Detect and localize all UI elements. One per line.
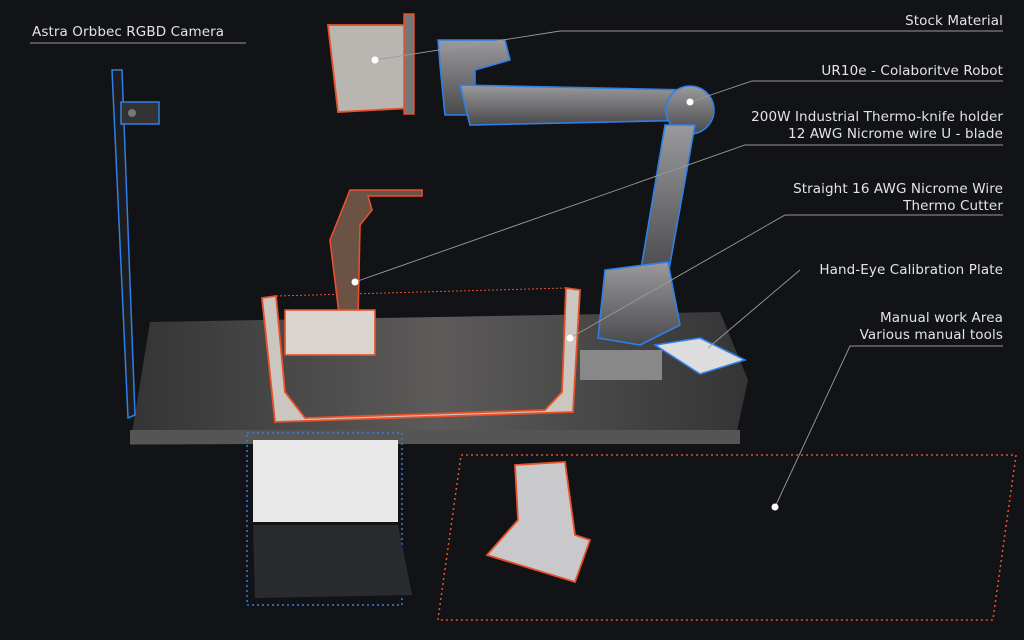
label-manual-line2: Various manual tools bbox=[859, 327, 1003, 343]
teach-pendant bbox=[580, 350, 662, 380]
label-camera: Astra Orbbec RGBD Camera bbox=[32, 24, 225, 40]
thermo-knife-holder-outline bbox=[329, 189, 423, 323]
label-manual-line1: Manual work Area bbox=[880, 310, 1003, 326]
leader-dots bbox=[351, 56, 779, 511]
laptop-screen bbox=[253, 440, 398, 522]
cut-foam-sample-outline bbox=[485, 461, 592, 584]
label-wire-cutter: Straight 16 AWG Nicrome Wire Thermo Cutt… bbox=[793, 181, 1003, 215]
laptop-outline bbox=[246, 432, 403, 606]
robot-arm bbox=[437, 39, 715, 346]
workbench-edge bbox=[130, 430, 740, 444]
label-knife-line2: 12 AWG Nicrome wire U - blade bbox=[788, 126, 1003, 142]
label-calibration-plate: Hand-Eye Calibration Plate bbox=[819, 262, 1003, 278]
label-manual-area: Manual work Area Various manual tools bbox=[860, 310, 1003, 344]
label-stock-material: Stock Material bbox=[905, 13, 1003, 29]
label-knife-line1: 200W Industrial Thermo-knife holder bbox=[751, 109, 1003, 125]
laptop-keyboard bbox=[253, 525, 412, 598]
label-wire-line1: Straight 16 AWG Nicrome Wire bbox=[793, 181, 1003, 197]
thermo-cutter-outline bbox=[261, 286, 581, 423]
stock-material-outline bbox=[326, 24, 413, 113]
label-robot: UR10e - Colaboritve Robot bbox=[821, 63, 1003, 79]
label-wire-line2: Thermo Cutter bbox=[903, 198, 1003, 214]
leader-lines bbox=[30, 30, 1003, 508]
camera-mount-outline bbox=[111, 69, 136, 420]
label-knife-holder: 200W Industrial Thermo-knife holder 12 A… bbox=[751, 109, 1003, 143]
camera-icon bbox=[120, 101, 160, 125]
calibration-plate-outline bbox=[652, 337, 748, 375]
